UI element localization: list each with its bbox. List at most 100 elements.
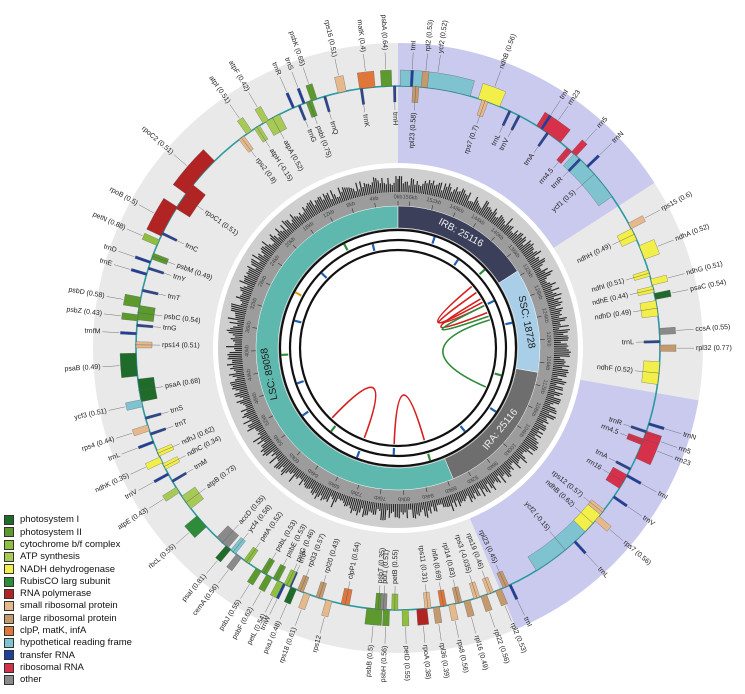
- legend-item: transfer RNA: [4, 649, 204, 661]
- gene-label: ccsA (0.55): [695, 324, 730, 333]
- gc-bar: [234, 312, 246, 316]
- gc-bar: [470, 485, 476, 494]
- gc-bar: [527, 433, 537, 441]
- gc-bar: [503, 225, 512, 235]
- gene-block: [137, 440, 155, 450]
- gc-bar: [228, 372, 245, 376]
- gc-bar: [382, 503, 385, 521]
- tick-mark: [535, 384, 541, 386]
- gene-block: [433, 606, 443, 624]
- gc-bar: [449, 189, 456, 202]
- gc-bar: [242, 292, 252, 297]
- gc-bar: [415, 180, 419, 194]
- gene-label: trnH: [391, 112, 398, 125]
- gc-bar: [458, 491, 464, 502]
- repeat-chord: [442, 319, 491, 388]
- gc-bar: [541, 282, 556, 289]
- gc-bar: [343, 495, 349, 507]
- gene-leader-line: [549, 531, 566, 551]
- gc-bar: [463, 489, 468, 497]
- gc-bar: [243, 286, 254, 291]
- gc-bar: [526, 250, 542, 261]
- gc-bar: [280, 461, 292, 473]
- tick-mark: [519, 272, 525, 276]
- gc-bar: [478, 200, 488, 215]
- gc-bar: [486, 211, 493, 221]
- gc-bar: [299, 471, 305, 479]
- tick-label: 128kb: [532, 284, 543, 300]
- gc-bar: [374, 178, 379, 194]
- gene-leader-line: [384, 52, 387, 70]
- gc-bar: [524, 251, 534, 258]
- gc-bar: [417, 184, 420, 194]
- gene-leader-line: [676, 329, 694, 331]
- gc-bar: [505, 226, 514, 236]
- repeat-chord: [441, 304, 489, 331]
- gc-bar: [466, 487, 474, 499]
- tick-label: 24kb: [269, 254, 281, 267]
- gene-block: [334, 75, 347, 94]
- gc-bar: [383, 182, 386, 193]
- gc-bar: [430, 180, 435, 196]
- gc-bar: [553, 353, 570, 355]
- gene-block: [659, 344, 677, 352]
- gc-bar: [364, 500, 369, 516]
- gc-bar: [264, 245, 275, 254]
- gene-leader-line: [141, 289, 166, 296]
- gene-leader-line: [495, 564, 507, 588]
- gene-block: [448, 603, 459, 621]
- gc-bar: [239, 295, 251, 300]
- gene-leader-line: [218, 569, 229, 584]
- gc-bar: [310, 480, 317, 489]
- gene-label: petD (0.55): [402, 646, 410, 681]
- gc-bar: [471, 200, 479, 212]
- tick-label: 84kb: [421, 491, 434, 499]
- gc-bar: [239, 393, 250, 398]
- tick-label: 16kb: [302, 221, 315, 233]
- gc-bar: [241, 302, 249, 306]
- gene-leader-line: [471, 617, 477, 634]
- gene-leader-line: [425, 53, 428, 71]
- gene-leader-line: [108, 406, 126, 411]
- tick-mark: [374, 202, 376, 208]
- gc-bar: [246, 404, 253, 408]
- gc-bar: [239, 280, 255, 288]
- gc-bar: [342, 494, 347, 504]
- gc-bar: [314, 200, 322, 213]
- gc-bar: [552, 324, 561, 327]
- gc-bar: [471, 484, 479, 497]
- region-segment: [498, 270, 541, 373]
- gc-bar: [362, 186, 366, 196]
- gc-bar: [306, 478, 314, 489]
- gc-bar: [453, 493, 457, 501]
- gc-bar: [448, 191, 453, 201]
- gc-bar: [232, 359, 243, 362]
- gene-block: [420, 70, 430, 88]
- gene-leader-line: [118, 251, 135, 257]
- legend-label: ribosomal RNA: [20, 661, 84, 673]
- gc-bar: [255, 424, 263, 430]
- gene-leader-line: [303, 67, 309, 84]
- gc-bar: [250, 260, 264, 270]
- gc-bar: [251, 417, 260, 423]
- gene-label: trnE: [99, 257, 114, 267]
- gc-bar: [520, 243, 531, 252]
- gc-bar: [510, 233, 518, 241]
- gc-bar: [311, 482, 320, 495]
- gc-bar: [247, 419, 260, 427]
- tick-mark: [330, 217, 334, 222]
- gene-label: rpoC2 (0.51): [140, 125, 174, 156]
- gc-bar: [428, 500, 432, 514]
- tick-label: 64kb: [307, 467, 320, 479]
- gc-bar: [230, 338, 243, 340]
- gc-bar: [540, 410, 556, 419]
- gene-label: trnR: [608, 416, 623, 427]
- gene-block: [382, 609, 390, 627]
- gc-bar: [227, 353, 243, 356]
- gene-label: rpl23 (0.58): [409, 112, 418, 148]
- legend-swatch: [4, 539, 14, 550]
- gene-leader-line: [271, 116, 285, 140]
- gc-bar: [268, 244, 277, 251]
- gc-bar: [465, 488, 473, 503]
